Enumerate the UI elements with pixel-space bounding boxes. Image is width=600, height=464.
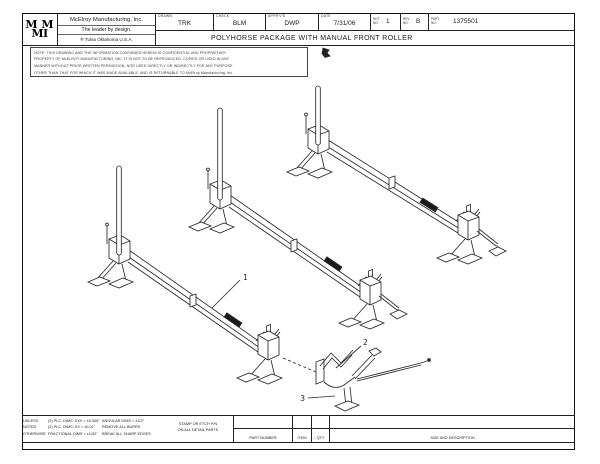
company-block: McElroy Manufacturing, Inc. The leader b… xyxy=(57,13,155,46)
drawing-title: POLYHORSE PACKAGE WITH MANUAL FRONT ROLL… xyxy=(211,34,413,42)
drawn-value: TRK xyxy=(178,20,191,27)
crank-rod xyxy=(356,362,422,382)
logo-bottom-text: MI xyxy=(31,27,48,40)
tol-line: ON ALL DETAIL PARTS xyxy=(177,428,219,433)
check-value: BLM xyxy=(232,20,247,27)
rail-pivot-plate xyxy=(290,238,298,253)
sheet-no-value: 1 xyxy=(386,18,390,25)
dims-tolerance-block: (3) PLC. DIMS .XXX = ±0.005" (2) PLC. DI… xyxy=(48,415,101,443)
company-tagline: The leader by design. xyxy=(58,26,155,36)
drawing-title-cell: POLYHORSE PACKAGE WITH MANUAL FRONT ROLL… xyxy=(155,30,575,46)
stand-middle-right xyxy=(338,269,385,330)
bom-col-qty: QTY xyxy=(311,415,329,443)
guide-pole-middle xyxy=(217,107,223,201)
bom-header-item: ITEM xyxy=(297,436,307,440)
date-value: 7/31/06 xyxy=(333,20,356,27)
callout-1-label: 1 xyxy=(243,273,248,282)
tol-line: NOTED xyxy=(23,425,37,430)
callout-2-label: 2 xyxy=(363,338,368,347)
stand-back-left xyxy=(286,112,333,179)
callout-3-label: 3 xyxy=(300,394,305,403)
guide-pole-back xyxy=(315,85,321,146)
note-line: PROPERTY OF McELROY MANUFACTURING, INC. … xyxy=(34,57,230,62)
check-label: CHECK xyxy=(216,14,230,18)
tol-line: UNLESS xyxy=(23,419,39,423)
bom-header-size-description: SIZE AND DESCRIPTION xyxy=(430,436,475,440)
date-cell: DATE 7/31/06 xyxy=(318,13,370,30)
stand-front-right xyxy=(236,324,283,385)
bom-header-part-number: PART NUMBER xyxy=(249,436,277,440)
rail-sticker xyxy=(419,197,439,213)
stand-middle-left xyxy=(188,167,235,234)
note-line: OTHER THAN THAT FOR WHICH IT WAS MADE AV… xyxy=(34,70,234,75)
rail-sticker xyxy=(323,256,343,272)
drawn-cell: DRAWN TRK xyxy=(155,13,213,30)
tol-line: STAMP OR ETCH P/N xyxy=(178,422,218,426)
rules-block: ANGULAR DIMS = ±1/2° REMOVE ALL BURRS BR… xyxy=(102,415,160,443)
tol-line: (3) PLC. DIMS .XXX = ±0.005" xyxy=(48,419,100,423)
bom-col-part-number: PART NUMBER xyxy=(233,415,292,443)
apprvd-cell: APPR'V'D DWP xyxy=(265,13,318,30)
rail-pivot-plate xyxy=(388,175,396,190)
rear-leg-back xyxy=(476,228,507,257)
part-no-label: PART NO. xyxy=(431,16,440,25)
rev-no-value: B xyxy=(416,18,421,25)
bom-col-item: ITEM xyxy=(292,415,311,443)
callout-1: 1 xyxy=(211,273,248,309)
drawn-label: DRAWN xyxy=(158,14,173,18)
manual-front-roller xyxy=(315,347,431,412)
tol-line: OTHERWISE xyxy=(23,431,46,436)
assembly-alignment-dashed-line xyxy=(282,357,317,373)
date-label: DATE xyxy=(321,14,331,18)
tol-line: (2) PLC. DIMS .XX = ±0.01" xyxy=(48,425,96,430)
note-line: NOTE: THIS DRAWING AND THE INFORMATION C… xyxy=(34,50,227,55)
bom-header-qty: QTY xyxy=(316,436,325,440)
apprvd-label: APPR'V'D xyxy=(268,14,286,18)
rail-pivot-plate xyxy=(189,293,197,308)
tol-line: BREAK ALL SHARP EDGES xyxy=(102,431,151,436)
callout-3: 3 xyxy=(300,394,336,403)
sheet-no-label: SHT NO. xyxy=(373,16,380,25)
check-cell: CHECK BLM xyxy=(213,13,265,30)
tol-line: FRACTIONAL DIMS = ±1/32" xyxy=(48,431,98,436)
callout-2: 2 xyxy=(335,338,368,369)
apprvd-value: DWP xyxy=(284,20,300,27)
part-no-value: 1375501 xyxy=(453,18,479,25)
roller-foot-plate xyxy=(333,400,361,412)
rear-leg-middle xyxy=(378,293,408,320)
stand-back-right xyxy=(436,204,483,265)
bom-col-size-description: SIZE AND DESCRIPTION xyxy=(329,415,575,443)
logo-top-text: M M xyxy=(25,17,54,31)
company-location: ® Tulsa Oklahoma U.S.A. xyxy=(80,36,133,42)
bom-row-divider xyxy=(233,428,575,429)
rail-sticker xyxy=(223,312,243,328)
stamp-mark xyxy=(321,47,331,58)
proprietary-note: NOTE: THIS DRAWING AND THE INFORMATION C… xyxy=(30,47,308,77)
part-no-cell: PART NO. 1375501 xyxy=(428,13,575,30)
stamp-etch-block: STAMP OR ETCH P/N ON ALL DETAIL PARTS xyxy=(163,418,233,443)
company-name: McElroy Manufacturing, Inc. xyxy=(58,16,155,26)
rev-no-cell: REV NO. B xyxy=(400,13,428,30)
rev-no-label: REV NO. xyxy=(403,16,410,25)
stand-front-left xyxy=(87,222,134,289)
guide-pole-front xyxy=(116,165,122,256)
tol-line: ANGULAR DIMS = ±1/2° xyxy=(102,419,145,423)
tol-line: REMOVE ALL BURRS xyxy=(102,425,141,430)
bottom-strip xyxy=(22,415,575,443)
mcelroy-logo: M M MI xyxy=(22,13,57,46)
note-line: MANNER WITHOUT PRIOR WRITTEN PERMISSION,… xyxy=(34,64,233,69)
sheet-no-cell: SHT NO. 1 xyxy=(370,13,400,30)
crank-handle-knob xyxy=(427,358,431,362)
unless-noted-block: UNLESS NOTED OTHERWISE xyxy=(23,415,48,443)
